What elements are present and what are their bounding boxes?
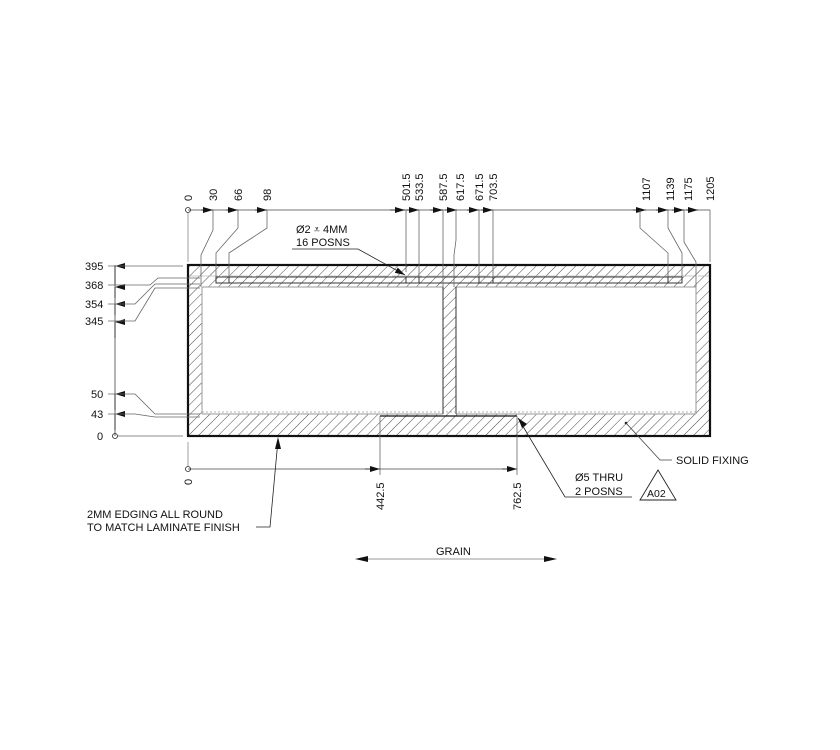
left-dim-label: 395	[85, 261, 103, 273]
top-dim-label: 533.5	[414, 173, 426, 201]
left-dim-label: 50	[91, 389, 103, 401]
datum-origin-bottom	[185, 466, 191, 472]
revision-tag: A02	[639, 469, 677, 501]
edging-line2: TO MATCH LAMINATE FINISH	[87, 522, 240, 534]
right-stile	[696, 287, 710, 414]
top-dimension-chain: 0 30 66 98 501.5 533.5 587.5 617.5 671.5…	[183, 173, 717, 287]
grain-arrow-left-icon	[355, 556, 368, 562]
top-dim-label: 98	[262, 189, 274, 201]
top-dim-label: 30	[208, 189, 220, 201]
bottom-rail	[188, 414, 710, 436]
top-dim-origin: 0	[183, 195, 195, 201]
center-mullion	[443, 287, 456, 414]
top-dim-label: 703.5	[488, 173, 500, 201]
left-dim-label: 0	[97, 431, 103, 443]
top-groove	[215, 276, 683, 284]
top-dim-label: 671.5	[474, 173, 486, 201]
revision-tag-label: A02	[647, 488, 666, 500]
top-dim-label: 1139	[665, 177, 677, 201]
edging-line1: 2MM EDGING ALL ROUND	[87, 509, 223, 521]
hole-callout-top: Ø2 ⩡ 4MM 16 POSNS	[292, 224, 406, 276]
grain-arrow-right-icon	[544, 556, 557, 562]
datum-origin-top	[185, 207, 191, 213]
hole-bottom-line1: Ø5 THRU	[575, 472, 623, 484]
grain-label: GRAIN	[436, 546, 471, 558]
grain-indicator: GRAIN	[355, 546, 557, 562]
top-dim-label: 617.5	[455, 173, 467, 201]
solid-fixing-label: SOLID FIXING	[676, 455, 749, 467]
top-dim-label: 587.5	[438, 173, 450, 201]
datum-origin-left	[112, 433, 118, 439]
panel-frame	[186, 263, 712, 438]
left-dim-label: 368	[85, 280, 103, 292]
left-dim-label: 354	[85, 299, 103, 311]
hole-bottom-line2: 2 POSNS	[575, 486, 623, 498]
top-dim-label: 66	[233, 189, 245, 201]
left-dim-label: 43	[91, 409, 103, 421]
bottom-dim-label: 442.5	[375, 482, 387, 510]
bottom-dimension-chain: 0 442.5 762.5	[183, 416, 524, 510]
edging-callout: 2MM EDGING ALL ROUND TO MATCH LAMINATE F…	[87, 437, 281, 534]
bottom-dim-origin: 0	[183, 479, 195, 485]
hole-top-line1: Ø2 ⩡ 4MM	[296, 224, 347, 236]
solid-fixing-callout: SOLID FIXING	[624, 421, 749, 467]
hole-top-line2: 16 POSNS	[296, 237, 350, 249]
left-dimension-chain: 395 368 354 345 50 43 0	[85, 261, 200, 443]
hole-callout-bottom: Ø5 THRU 2 POSNS	[517, 417, 632, 498]
bottom-dim-label: 762.5	[512, 482, 524, 510]
top-dim-label: 501.5	[401, 173, 413, 201]
top-dim-label: 1205	[705, 177, 717, 201]
top-dim-label: 1175	[683, 177, 695, 201]
left-stile	[188, 287, 202, 414]
left-dim-label: 345	[85, 316, 103, 328]
top-dim-label: 1107	[641, 177, 653, 201]
panel-outline	[186, 263, 712, 438]
